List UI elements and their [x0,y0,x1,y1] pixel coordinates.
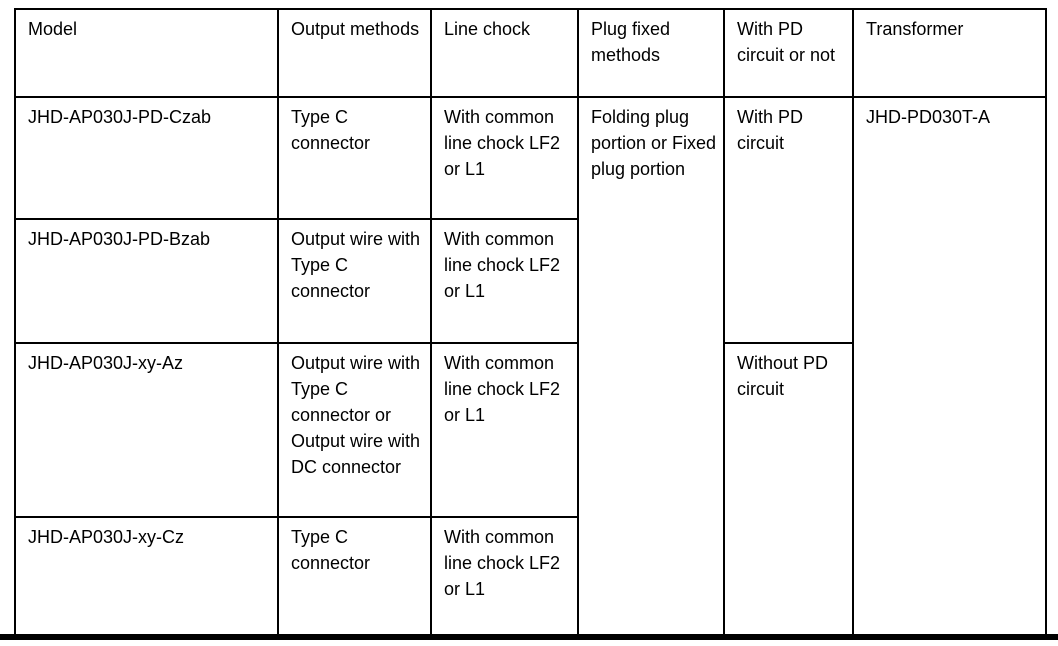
cell-model: JHD-AP030J-PD-Czab [14,96,279,220]
table-row: JHD-AP030J-xy-Az Output wire with Type C… [14,342,1046,636]
cell-transformer: JHD-PD030T-A [852,96,1047,636]
cell-output-method: Output wire with Type C connector [277,218,432,344]
header-pd-circuit: With PD circuit or not [723,8,854,98]
model-spec-table: Model Output methods Line chock Plug fix… [14,8,1047,636]
cell-plug-fixed-methods: Folding plug portion or Fixed plug porti… [577,96,725,636]
cell-with-pd-circuit: With PD circuit [723,96,854,344]
cell-line-chock: With common line chock LF2 or L1 [430,516,579,636]
cell-output-method: Output wire with Type C connector or Out… [277,342,432,518]
cell-line-chock: With common line chock LF2 or L1 [430,342,579,518]
header-transformer: Transformer [852,8,1047,98]
page-bottom-rule [0,634,1058,640]
cell-model: JHD-AP030J-xy-Cz [14,516,279,636]
table-row: JHD-AP030J-PD-Czab Type C connector With… [14,96,1047,636]
cell-without-pd-circuit: Without PD circuit [723,342,854,636]
table-header-row: Model Output methods Line chock Plug fix… [14,8,1047,98]
cell-output-method: Type C connector [277,516,432,636]
header-model: Model [14,8,279,98]
cell-line-chock: With common line chock LF2 or L1 [430,96,579,220]
header-plug-fixed-methods: Plug fixed methods [577,8,725,98]
table-row: JHD-AP030J-xy-Cz Type C connector With c… [14,516,1046,636]
cell-output-method: Type C connector [277,96,432,220]
table-row: JHD-AP030J-PD-Bzab Output wire with Type… [14,218,1046,344]
cell-model: JHD-AP030J-xy-Az [14,342,279,518]
cell-model: JHD-AP030J-PD-Bzab [14,218,279,344]
header-output-methods: Output methods [277,8,432,98]
cell-line-chock: With common line chock LF2 or L1 [430,218,579,344]
header-line-chock: Line chock [430,8,579,98]
